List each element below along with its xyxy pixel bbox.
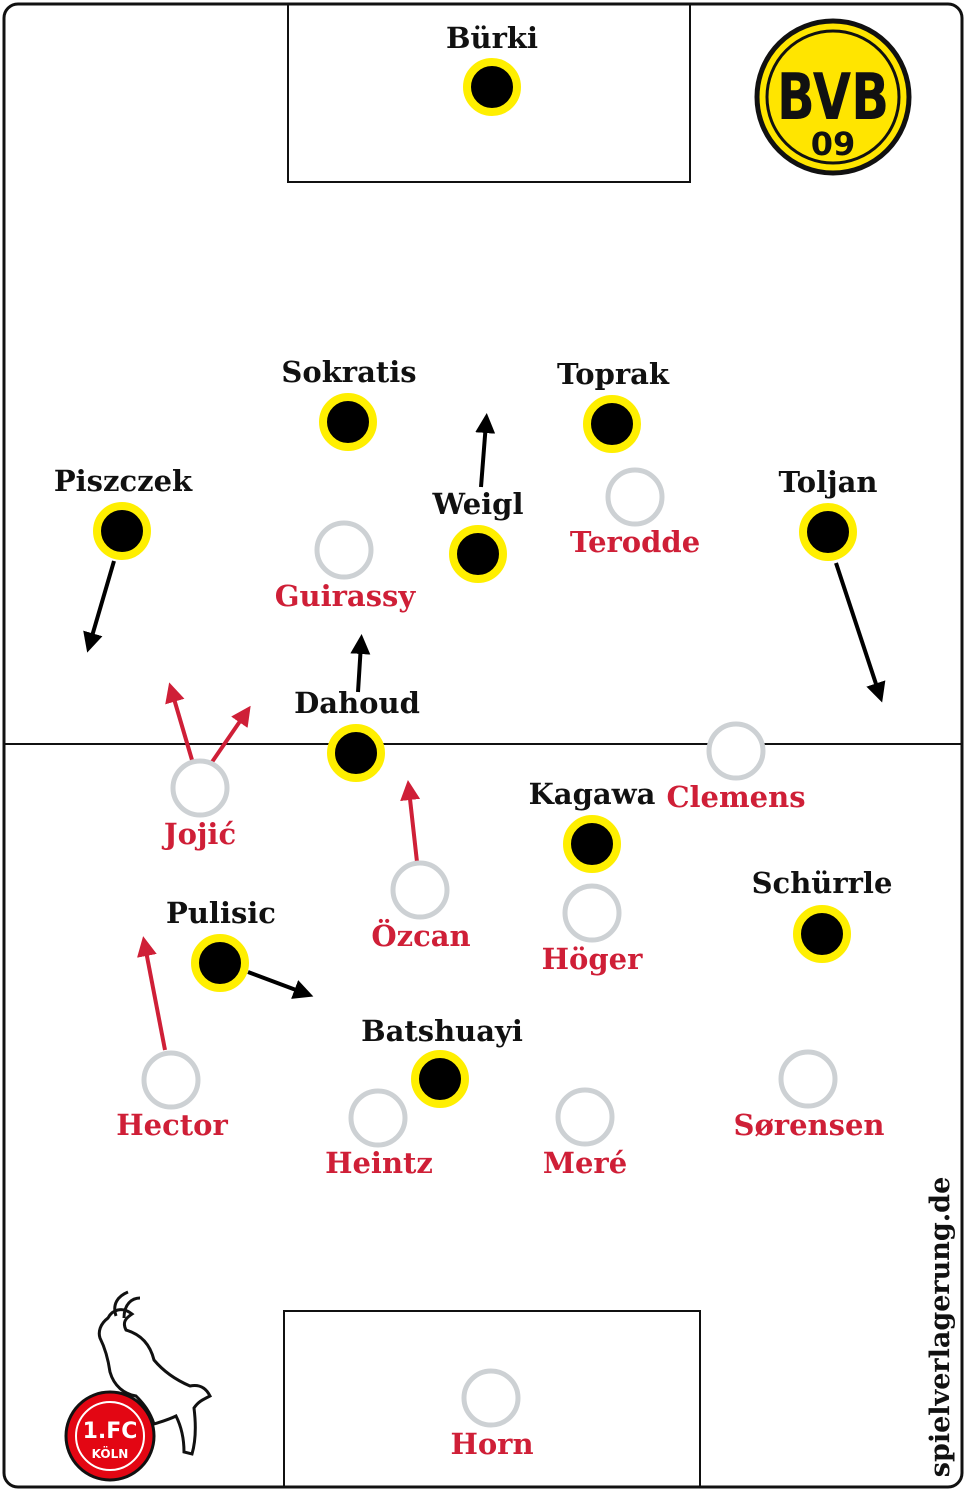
koeln-player-name: Höger	[542, 942, 643, 976]
dortmund-player-marker	[463, 58, 521, 116]
dortmund-player-name: Piszczek	[54, 464, 193, 498]
koeln-movement-arrow-1	[165, 682, 194, 761]
koeln-player-mere: Meré	[543, 1087, 627, 1180]
koeln-player-marker	[348, 1088, 408, 1148]
koeln-player-hoger: Höger	[542, 883, 643, 976]
dortmund-player-name: Schürrle	[752, 866, 893, 900]
koeln-crest-text-bottom: KÖLN	[92, 1446, 129, 1461]
koeln-player-jojic: Jojić	[161, 758, 236, 851]
dortmund-player-schurrle: Schürrle	[752, 866, 893, 963]
koeln-player-guirassy: Guirassy	[275, 520, 417, 613]
dortmund-player-name: Bürki	[446, 21, 538, 55]
dortmund-player-name: Toprak	[557, 357, 670, 391]
koeln-player-name: Hector	[116, 1108, 228, 1142]
dortmund-player-marker	[799, 503, 857, 561]
koeln-player-name: Clemens	[666, 780, 805, 814]
bvb-crest-icon: BVB 09	[754, 18, 912, 176]
dortmund-player-name: Batshuayi	[361, 1014, 523, 1048]
dortmund-player-weigl: Weigl	[432, 487, 524, 583]
koeln-player-heintz: Heintz	[325, 1088, 433, 1180]
watermark: spielverlagerung.de	[925, 1177, 956, 1478]
koeln-player-name: Jojić	[161, 817, 236, 851]
players: TeroddeGuirassyClemensJojićÖzcanHögerHec…	[54, 21, 893, 1461]
dortmund-movement-arrow-5	[247, 970, 314, 999]
koeln-movement-arrow-3	[400, 780, 421, 863]
koeln-player-name: Heintz	[325, 1146, 433, 1180]
dortmund-player-sokratis: Sokratis	[281, 355, 417, 451]
dortmund-player-marker	[449, 525, 507, 583]
top-penalty-box	[287, 3, 691, 183]
koeln-player-name: Meré	[543, 1146, 627, 1180]
koeln-player-marker	[605, 467, 665, 527]
koeln-player-name: Guirassy	[275, 579, 417, 613]
dortmund-player-batshuayi: Batshuayi	[361, 1014, 523, 1108]
dortmund-player-toljan: Toljan	[779, 465, 878, 561]
dortmund-player-kagawa: Kagawa	[529, 777, 656, 873]
koeln-player-hector: Hector	[116, 1050, 228, 1142]
goat-silhouette	[97, 1308, 213, 1456]
koeln-player-name: Terodde	[570, 525, 700, 559]
dortmund-player-marker	[411, 1050, 469, 1108]
bottom-penalty-box	[283, 1310, 701, 1488]
dortmund-player-burki: Bürki	[446, 21, 538, 116]
dortmund-player-marker	[319, 393, 377, 451]
dortmund-player-name: Pulisic	[166, 896, 276, 930]
koeln-player-marker	[555, 1087, 615, 1147]
koeln-player-marker	[778, 1049, 838, 1109]
koeln-player-sorensen: Sørensen	[734, 1049, 885, 1142]
dortmund-player-marker	[793, 905, 851, 963]
dortmund-player-name: Weigl	[432, 487, 524, 521]
koeln-player-name: Sørensen	[734, 1108, 885, 1142]
koeln-player-marker	[141, 1050, 201, 1110]
koeln-player-horn: Horn	[450, 1368, 534, 1461]
dortmund-player-piszczek: Piszczek	[54, 464, 193, 560]
dortmund-movement-arrow-3	[834, 562, 886, 703]
dortmund-player-name: Dahoud	[294, 686, 420, 720]
bvb-crest-text-bottom: 09	[811, 125, 856, 163]
koeln-player-marker	[314, 520, 374, 580]
dortmund-player-name: Sokratis	[281, 355, 416, 389]
koeln-player-clemens: Clemens	[666, 721, 806, 814]
koeln-player-name: Özcan	[371, 917, 470, 953]
dortmund-player-marker	[583, 395, 641, 453]
dortmund-player-name: Toljan	[779, 465, 878, 499]
koeln-player-name: Horn	[450, 1427, 533, 1461]
koeln-movement-arrow-4	[137, 936, 167, 1051]
koeln-movement-arrow-2	[210, 705, 251, 764]
koeln-goat-crest-icon: 1.FC KÖLN	[64, 1290, 213, 1482]
koeln-player-marker	[461, 1368, 521, 1428]
bvb-crest-text-top: BVB	[777, 61, 889, 135]
dortmund-player-marker	[93, 502, 151, 560]
dortmund-player-name: Kagawa	[529, 777, 656, 811]
dortmund-movement-arrow-1	[475, 413, 496, 488]
dortmund-movement-arrow-4	[350, 634, 371, 693]
dortmund-player-marker	[563, 815, 621, 873]
dortmund-player-pulisic: Pulisic	[166, 896, 276, 992]
koeln-player-marker	[170, 758, 230, 818]
koeln-player-marker	[706, 721, 766, 781]
koeln-player-marker	[390, 860, 450, 920]
dortmund-player-marker	[191, 934, 249, 992]
koeln-crest-text-top: 1.FC	[83, 1419, 138, 1444]
dortmund-player-toprak: Toprak	[557, 357, 670, 453]
koeln-player-ozcan: Özcan	[371, 860, 471, 953]
dortmund-player-marker	[327, 724, 385, 782]
dortmund-player-dahoud: Dahoud	[294, 686, 420, 782]
dortmund-movement-arrow-2	[83, 560, 116, 653]
koeln-player-terodde: Terodde	[570, 467, 700, 559]
movement-arrows	[83, 413, 886, 1051]
koeln-player-marker	[562, 883, 622, 943]
